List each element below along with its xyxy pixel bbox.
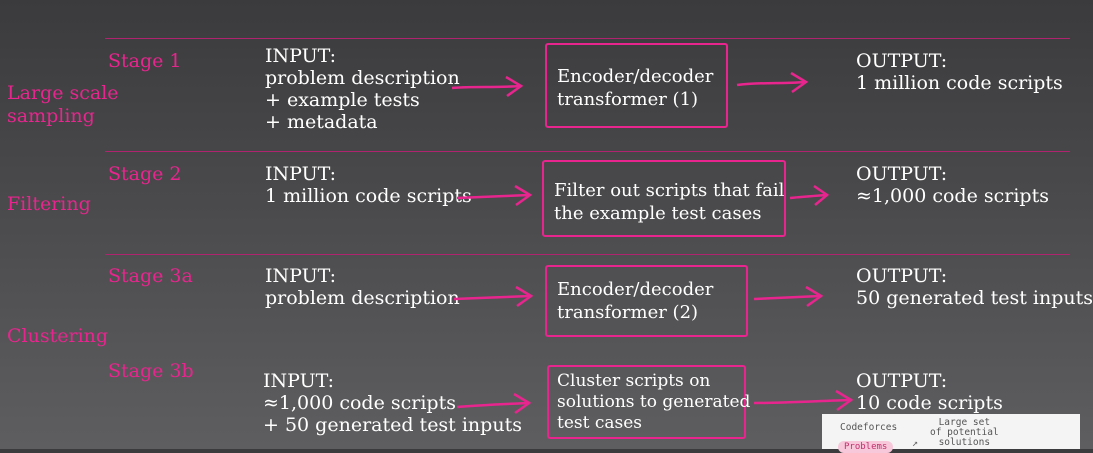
stage3b-input: INPUT: ≈1,000 code scripts + 50 generate… [263, 370, 522, 436]
phase-label-sampling: Large scale sampling [7, 82, 119, 127]
arrow-icon [736, 71, 809, 94]
stage3a-output: OUTPUT: 50 generated test inputs [856, 265, 1093, 309]
stage1-output: OUTPUT: 1 million code scripts [856, 50, 1063, 94]
inset-problems-pill: Problems [838, 441, 894, 453]
arrow-icon [753, 285, 824, 308]
arrow-icon [456, 392, 532, 415]
arrow-icon [451, 75, 524, 98]
stage-divider [105, 254, 1070, 255]
inset-figure: Codeforces Problems ↗ Large set of poten… [822, 414, 1080, 453]
stage2-output: OUTPUT: ≈1,000 code scripts [856, 163, 1049, 207]
stage1-input: INPUT: problem description + example tes… [265, 45, 460, 133]
stage3a-process-box: Encoder/decoder transformer (2) [545, 265, 748, 337]
stage2-process-box: Filter out scripts that fail the example… [542, 160, 786, 237]
arrow-icon [753, 389, 854, 412]
stage3b-output: OUTPUT: 10 code scripts [856, 370, 1003, 414]
phase-label-clustering: Clustering [7, 325, 109, 347]
stage-label: Stage 1 [108, 50, 182, 72]
stage-divider [105, 151, 1070, 152]
stage1-process-box: Encoder/decoder transformer (1) [545, 43, 728, 128]
stage-label: Stage 2 [108, 163, 182, 185]
inset-solutions-label: Large set of potential solutions [930, 417, 999, 448]
curved-arrow-icon: ↗ [912, 438, 919, 449]
stage-label: Stage 3a [108, 265, 193, 287]
stage2-input: INPUT: 1 million code scripts [265, 163, 472, 207]
stage-divider [105, 38, 1070, 39]
arrow-icon [789, 184, 830, 206]
arrow-icon [456, 184, 533, 207]
phase-label-filtering: Filtering [7, 193, 91, 215]
stage3a-input: INPUT: problem description [265, 265, 460, 309]
stage-label: Stage 3b [108, 360, 194, 382]
stage3b-process-box: Cluster scripts on solutions to generate… [547, 365, 750, 439]
inset-source-label: Codeforces [840, 422, 898, 433]
arrow-icon [453, 285, 534, 308]
